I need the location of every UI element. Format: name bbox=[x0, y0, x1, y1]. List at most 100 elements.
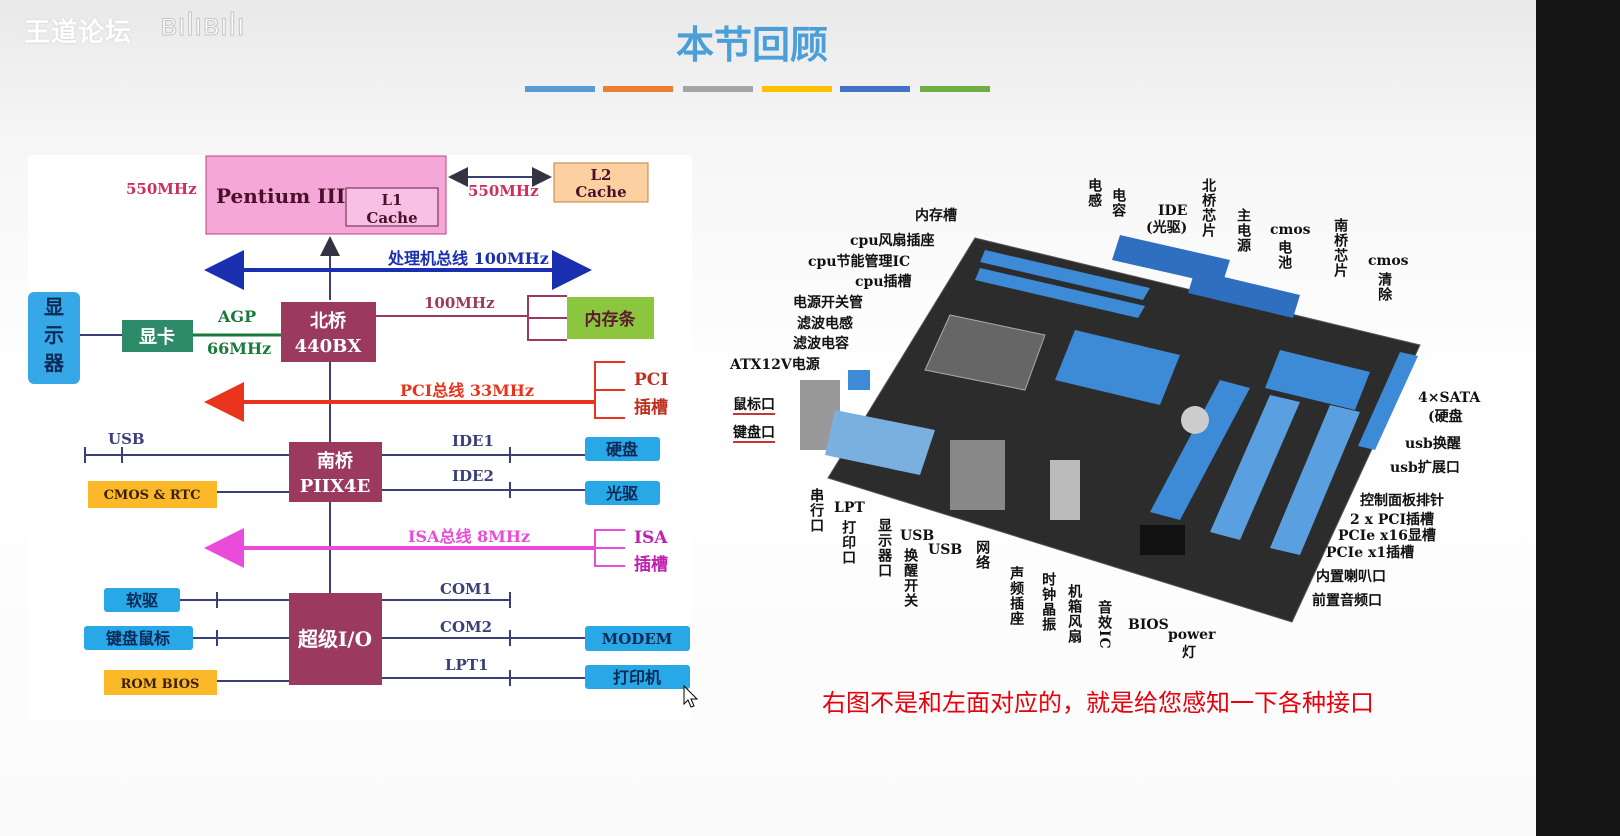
photo-label: usb换醒 bbox=[1405, 436, 1461, 452]
watermark: 王道论坛 bbox=[24, 18, 133, 48]
memory-frequency: 100MHz bbox=[424, 294, 495, 312]
photo-label: PCIe x16显槽 bbox=[1338, 528, 1436, 544]
com2-label: COM2 bbox=[440, 618, 492, 636]
mouse-cursor-icon bbox=[683, 684, 699, 708]
photo-label: USB bbox=[900, 528, 935, 544]
l2-label: L2 bbox=[591, 166, 612, 184]
photo-label: 打印口 bbox=[840, 520, 857, 565]
photo-label: LPT bbox=[834, 500, 865, 516]
isa-bus-label: ISA总线 8MHz bbox=[408, 527, 530, 546]
photo-label: 串行口 bbox=[808, 488, 825, 533]
southbridge-label: PIIX4E bbox=[300, 476, 371, 497]
rom-bios-label: ROM BIOS bbox=[121, 677, 200, 692]
photo-label: 换醒开关 bbox=[902, 548, 919, 608]
photo-label: 南桥芯片 bbox=[1332, 218, 1349, 278]
ide1-label: IDE1 bbox=[452, 432, 494, 450]
floppy-label: 软驱 bbox=[126, 591, 158, 610]
photo-label: PCIe x1插槽 bbox=[1326, 545, 1415, 561]
floppy-box bbox=[104, 588, 180, 612]
photo-label: cmos bbox=[1368, 253, 1409, 269]
printer-label: 打印机 bbox=[613, 668, 661, 687]
lpt1-label: LPT1 bbox=[445, 656, 488, 674]
agp-frequency: 66MHz bbox=[207, 339, 271, 358]
modem-box bbox=[585, 626, 690, 651]
hdd-label: 硬盘 bbox=[606, 440, 638, 459]
photo-label: 滤波电容 bbox=[793, 336, 849, 352]
northbridge-box bbox=[281, 302, 376, 362]
photo-label: 音效IC bbox=[1096, 600, 1113, 650]
cmos-rtc-box bbox=[88, 481, 217, 508]
photo-label: IDE bbox=[1158, 203, 1188, 219]
l2-cache-box bbox=[553, 162, 649, 203]
photo-label: 灯 bbox=[1182, 645, 1196, 661]
cdrom-label: 光驱 bbox=[605, 484, 638, 503]
photo-label: 内置喇叭口 bbox=[1316, 569, 1386, 585]
color-bar bbox=[603, 86, 673, 92]
photo-label: cmos bbox=[1270, 222, 1311, 238]
color-bar bbox=[920, 86, 990, 92]
southbridge-label: 南桥 bbox=[317, 450, 354, 472]
photo-label: 4×SATA bbox=[1418, 390, 1481, 406]
l1-label: L1 bbox=[382, 191, 403, 209]
cdrom-box bbox=[585, 481, 660, 505]
super-io-box bbox=[289, 593, 382, 685]
isa-slot-label: ISA bbox=[634, 528, 668, 548]
photo-label: 声频插座 bbox=[1008, 566, 1025, 626]
photo-label: 电感 bbox=[1086, 178, 1103, 208]
memory-box bbox=[567, 297, 654, 339]
pci-slot-label: PCI bbox=[634, 370, 668, 390]
color-bar bbox=[762, 86, 832, 92]
gpu-label: 显卡 bbox=[139, 326, 175, 348]
photo-label: 北桥芯片 bbox=[1200, 178, 1217, 238]
ide2-label: IDE2 bbox=[452, 467, 494, 485]
photo-label: 键盘口 bbox=[733, 425, 775, 444]
cpu-label: Pentium III bbox=[216, 184, 345, 208]
photo-label: 2 x PCI插槽 bbox=[1350, 512, 1435, 528]
photo-label: 主电源 bbox=[1235, 208, 1252, 253]
com1-label: COM1 bbox=[440, 580, 492, 598]
photo-label: 内存槽 bbox=[915, 208, 957, 224]
bilibili-logo: ʙılıʙılı bbox=[160, 8, 246, 44]
isa-slot-label: 插槽 bbox=[634, 554, 668, 575]
cmos-rtc-label: CMOS & RTC bbox=[104, 488, 201, 503]
color-bar bbox=[840, 86, 910, 92]
photo-label: 电池 bbox=[1276, 240, 1293, 270]
gpu-box bbox=[122, 320, 193, 352]
photo-label: 电容 bbox=[1110, 188, 1127, 218]
photo-label: 网络 bbox=[974, 540, 991, 570]
printer-box bbox=[585, 665, 690, 689]
slide-title: 本节回顾 bbox=[675, 22, 828, 67]
photo-label: 控制面板排针 bbox=[1360, 493, 1444, 509]
photo-label: cpu节能管理IC bbox=[808, 254, 911, 270]
color-bar bbox=[683, 86, 753, 92]
rom-bios-box bbox=[104, 670, 217, 695]
pci-bus-label: PCI总线 33MHz bbox=[400, 381, 534, 400]
window-edge bbox=[1536, 0, 1620, 836]
photo-label: 机箱风扇 bbox=[1066, 584, 1083, 644]
modem-label: MODEM bbox=[602, 630, 673, 648]
l1-label: Cache bbox=[366, 209, 417, 227]
southbridge-box bbox=[289, 442, 382, 502]
keyboard-mouse-label: 键盘鼠标 bbox=[105, 629, 170, 648]
photo-label: 前置音频口 bbox=[1312, 593, 1382, 609]
processor-bus-label: 处理机总线 100MHz bbox=[387, 249, 549, 268]
cpu-frequency: 550MHz bbox=[126, 180, 197, 198]
northbridge-label: 440BX bbox=[295, 336, 362, 357]
northbridge-label: 北桥 bbox=[310, 310, 347, 332]
hdd-box bbox=[585, 437, 660, 461]
monitor-label: 显示器 bbox=[43, 295, 65, 375]
photo-label: cpu插槽 bbox=[855, 274, 912, 290]
photo-label: 清除 bbox=[1376, 272, 1393, 302]
photo-label: 时钟晶振 bbox=[1040, 572, 1057, 632]
photo-label: 滤波电感 bbox=[797, 316, 853, 332]
l2-label: Cache bbox=[575, 183, 626, 201]
photo-label: 电源开关管 bbox=[793, 295, 863, 311]
photo-label: (硬盘 bbox=[1428, 409, 1463, 425]
usb-label: USB bbox=[108, 430, 145, 448]
memory-label: 内存条 bbox=[585, 309, 637, 330]
l2-frequency: 550MHz bbox=[468, 182, 539, 200]
pci-slot-label: 插槽 bbox=[634, 397, 668, 418]
slide-note: 右图不是和左面对应的，就是给您感知一下各种接口 bbox=[822, 689, 1374, 717]
photo-label: ATX12V电源 bbox=[730, 357, 820, 373]
